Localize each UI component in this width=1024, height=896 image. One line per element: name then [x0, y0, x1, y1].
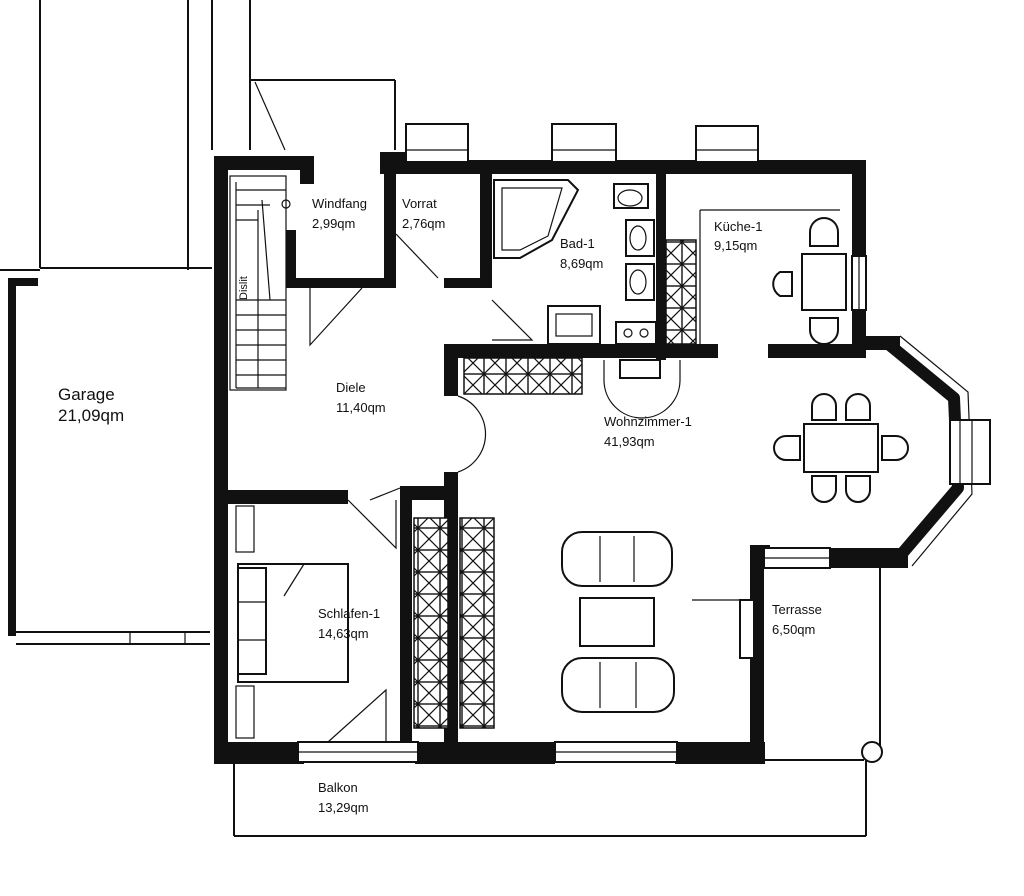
room-name-diele: Diele — [336, 380, 366, 395]
room-labels: Garage 21,09qm Windfang 2,99qm Vorrat 2,… — [58, 196, 822, 815]
bay-window — [882, 335, 991, 567]
surrounding-lines — [0, 0, 396, 271]
room-area-vorrat: 2,76qm — [402, 216, 445, 231]
staircase: Dislit — [229, 175, 291, 391]
room-area-windfang: 2,99qm — [312, 216, 355, 231]
kitchen-fixtures — [665, 209, 847, 345]
room-name-schlafen: Schlafen-1 — [318, 606, 380, 621]
garage-outline — [8, 278, 210, 645]
stair-label: Dislit — [238, 276, 250, 300]
living-seating — [561, 531, 675, 713]
room-area-schlafen: 14,63qm — [318, 626, 369, 641]
interior-walls — [228, 170, 866, 742]
room-name-kueche: Küche-1 — [714, 219, 762, 234]
room-name-vorrat: Vorrat — [402, 196, 437, 211]
room-area-bad: 8,69qm — [560, 256, 603, 271]
dining-set — [773, 393, 909, 503]
room-area-kueche: 9,15qm — [714, 238, 757, 253]
outdoor-areas — [233, 568, 883, 837]
room-name-bad: Bad-1 — [560, 236, 595, 251]
room-name-garage: Garage — [58, 385, 115, 404]
room-name-windfang: Windfang — [312, 196, 367, 211]
room-area-garage: 21,09qm — [58, 406, 124, 425]
room-name-balkon: Balkon — [318, 780, 358, 795]
room-area-wohnzimmer: 41,93qm — [604, 434, 655, 449]
room-area-diele: 11,40qm — [336, 400, 386, 415]
room-name-terrasse: Terrasse — [772, 602, 822, 617]
bottom-windows — [297, 547, 831, 763]
top-windows — [405, 123, 867, 311]
bathroom-fixtures — [493, 179, 657, 345]
room-area-terrasse: 6,50qm — [772, 622, 815, 637]
exterior-walls — [214, 152, 908, 764]
room-area-balkon: 13,29qm — [318, 800, 369, 815]
doors — [309, 233, 741, 743]
room-name-wohnzimmer: Wohnzimmer-1 — [604, 414, 692, 429]
bedroom-furniture — [235, 505, 349, 739]
built-in-storage — [413, 357, 681, 729]
